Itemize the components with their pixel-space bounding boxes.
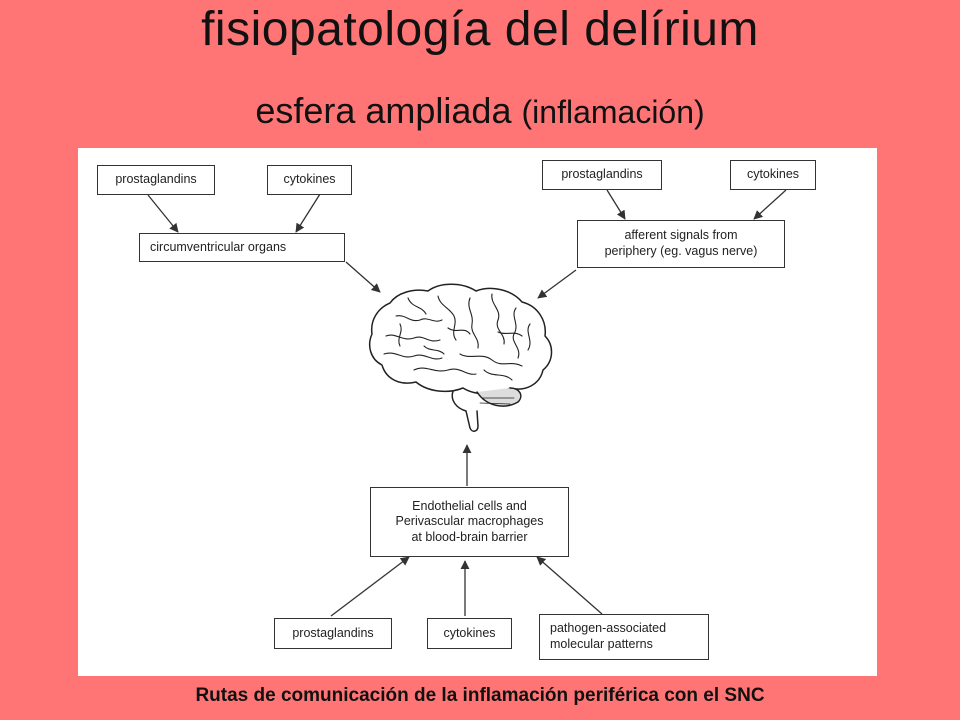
slide-title: fisiopatología del delírium (201, 3, 759, 56)
slide-caption: Rutas de comunicación de la inflamación … (195, 685, 765, 706)
arrow-circumventricular-to-brain (345, 261, 381, 293)
node-prostaglandins-bottom: prostaglandins (274, 618, 392, 649)
arrow-afferent-to-brain (537, 269, 577, 299)
pathway-diagram: prostaglandins cytokines circumventricul… (78, 148, 877, 676)
node-afferent-signals: afferent signals from periphery (eg. vag… (577, 220, 785, 268)
node-cytokines-top-right: cytokines (730, 160, 816, 190)
arrow-cytokines-to-circumventricular (295, 193, 321, 233)
diagram-canvas (147, 189, 787, 617)
subtitle-main: esfera ampliada (255, 90, 512, 131)
arrow-prostaglandins-to-afferent (606, 189, 626, 220)
arrow-prostaglandins-to-circumventricular (147, 194, 179, 233)
node-cytokines-bottom: cytokines (427, 618, 512, 649)
brain-icon (369, 283, 553, 432)
arrow-cytokines-to-afferent (753, 189, 787, 220)
node-circumventricular-organs: circumventricular organs (139, 233, 345, 262)
node-endothelial-cells: Endothelial cells and Perivascular macro… (370, 487, 569, 557)
subtitle-paren: (inflamación) (521, 94, 705, 130)
node-prostaglandins-top-left: prostaglandins (97, 165, 215, 195)
slide-subtitle: esfera ampliada (inflamación) (0, 90, 960, 132)
arrow-pamps-to-endothelial (536, 556, 603, 615)
node-prostaglandins-top-right: prostaglandins (542, 160, 662, 190)
node-cytokines-top-left: cytokines (267, 165, 352, 195)
node-pathogen-associated-patterns: pathogen-associated molecular patterns (539, 614, 709, 660)
arrow-prostaglandins-to-endothelial (330, 556, 410, 617)
